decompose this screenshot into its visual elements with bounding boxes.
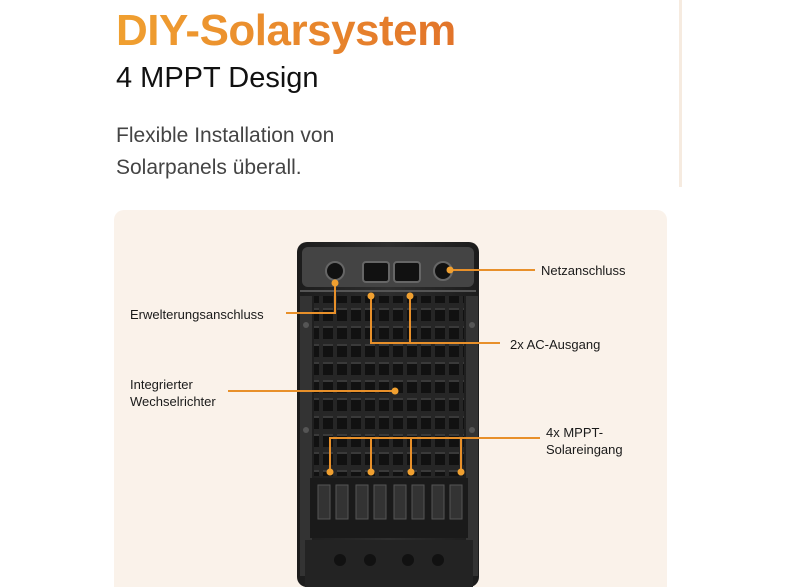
label-ac-output: 2x AC-Ausgang — [510, 337, 601, 352]
label-inverter: Integrierter Wechselrichter — [130, 377, 216, 409]
ac-connector-1 — [362, 261, 390, 283]
callout-line-ac — [370, 296, 500, 344]
divider — [679, 0, 682, 187]
label-grid-connection: Netzanschluss — [541, 263, 626, 278]
label-expansion-port: Erwelterungsanschluss — [130, 307, 264, 322]
callout-line-expansion — [286, 283, 336, 314]
heatsink-fins — [314, 296, 464, 476]
page-title: DIY-Solarsystem — [116, 6, 456, 55]
callout-line-mppt — [329, 437, 540, 470]
label-mppt-input: 4x MPPT-Solareingang — [546, 425, 623, 457]
description-text: Flexible Installation von Solarpanels üb… — [116, 124, 335, 179]
expansion-connector — [325, 261, 345, 281]
page-subtitle: 4 MPPT Design — [116, 62, 319, 94]
ac-connector-2 — [393, 261, 421, 283]
